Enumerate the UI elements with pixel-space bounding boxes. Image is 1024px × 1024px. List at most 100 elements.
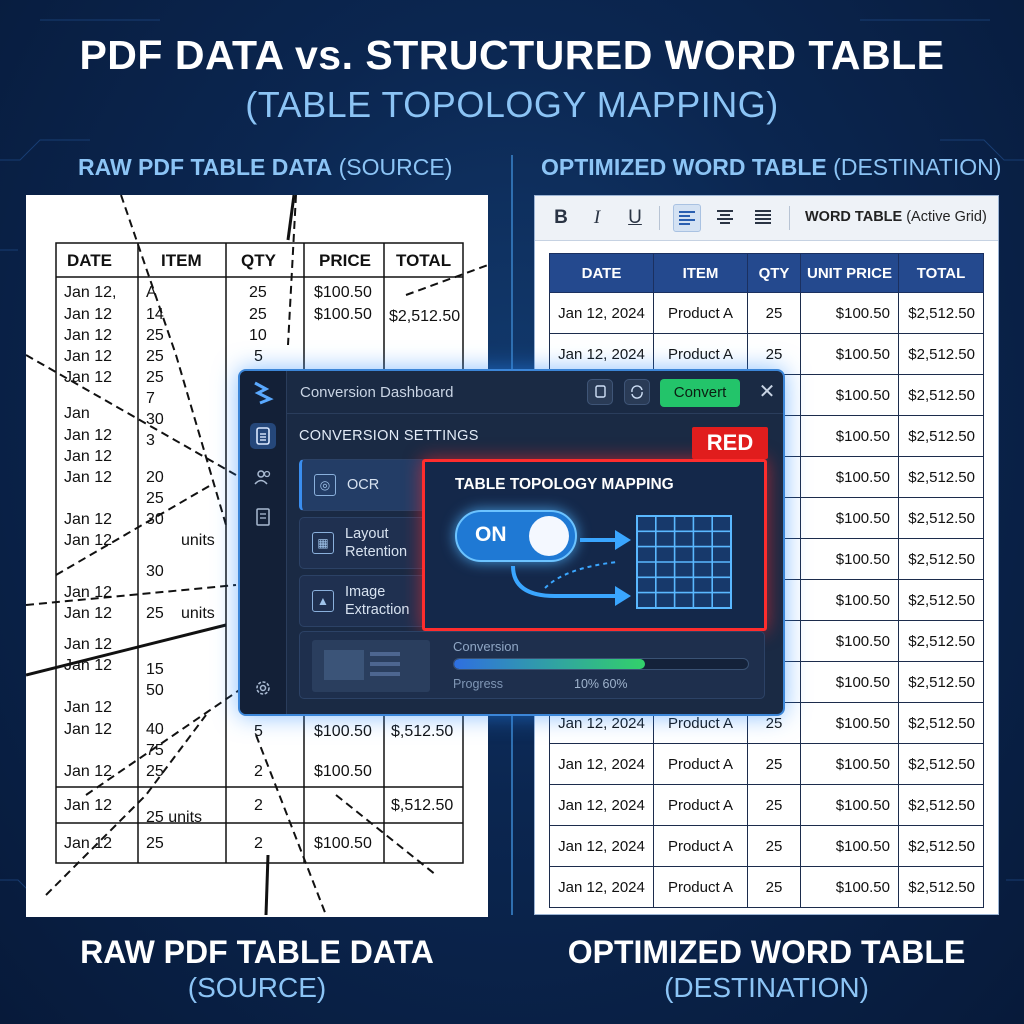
table-cell[interactable]: $2,512.50 [898,784,984,826]
pdf-cell: Jan 12, [64,284,117,301]
table-cell[interactable]: $100.50 [800,415,899,457]
table-cell[interactable]: Jan 12, 2024 [549,784,654,826]
table-cell[interactable]: Jan 12, 2024 [549,333,654,375]
conversion-dashboard-dialog: Conversion Dashboard Convert ✕ CONVERSIO… [238,369,785,716]
pdf-cell: 14 [146,306,164,323]
table-cell[interactable]: $2,512.50 [898,333,984,375]
table-cell[interactable]: $100.50 [800,333,899,375]
table-cell[interactable]: Product A [653,866,748,908]
table-cell[interactable]: $2,512.50 [898,661,984,703]
table-cell[interactable]: $100.50 [800,661,899,703]
table-cell[interactable]: Product A [653,825,748,867]
table-cell[interactable]: 25 [747,784,801,826]
pdf-cell: Jan 12 [64,699,113,716]
pdf-cell: Jan 12 [64,369,113,386]
table-cell[interactable]: $2,512.50 [898,497,984,539]
convert-button[interactable]: Convert [660,379,740,407]
table-cell[interactable]: $100.50 [800,784,899,826]
table-cell[interactable]: Jan 12, 2024 [549,292,654,334]
table-cell[interactable]: $2,512.50 [898,579,984,621]
dialog-titlebar: Conversion Dashboard Convert ✕ [286,371,783,414]
table-cell[interactable]: Jan 12, 2024 [549,866,654,908]
table-cell[interactable]: $100.50 [800,292,899,334]
refresh-icon [631,385,643,399]
table-cell[interactable]: $2,512.50 [898,825,984,867]
conversion-settings-heading: CONVERSION SETTINGS [299,428,479,444]
pdf-header-price: PRICE [319,251,371,270]
table-cell[interactable]: Product A [653,784,748,826]
copy-button[interactable] [587,379,613,405]
pdf-header-date: DATE [67,251,113,270]
pdf-cell: Jan 12 [64,306,113,323]
pdf-cell: 30 [146,511,164,528]
pdf-cell: 3 [146,432,155,449]
table-cell[interactable]: $100.50 [800,702,899,744]
table-cell[interactable]: $2,512.50 [898,620,984,662]
table-cell[interactable]: $2,512.50 [898,415,984,457]
table-cell[interactable]: 25 [747,743,801,785]
table-cell[interactable]: $2,512.50 [898,374,984,416]
table-cell[interactable]: 25 [747,866,801,908]
pdf-cell: Jan 12 [64,636,113,653]
pdf-cell: 15 [146,661,164,678]
pdf-header-qty: QTY [241,251,276,270]
table-cell[interactable]: Product A [653,743,748,785]
settings-gear-icon[interactable] [250,675,276,701]
bold-button[interactable]: B [554,207,568,228]
table-cell[interactable]: $100.50 [800,743,899,785]
option-ocr[interactable]: ◎ OCR [299,459,427,511]
table-cell[interactable]: Jan 12, 2024 [549,825,654,867]
pdf-cell: Jan 12 [64,721,113,738]
table-cell[interactable]: $100.50 [800,579,899,621]
table-cell[interactable]: $100.50 [800,825,899,867]
left-footer-title: RAW PDF TABLE DATA [80,934,434,970]
table-cell[interactable]: Product A [653,333,748,375]
table-cell[interactable]: $2,512.50 [898,292,984,334]
align-left-icon [679,211,695,225]
table-cell[interactable]: $100.50 [800,538,899,580]
table-cell[interactable]: 25 [747,825,801,867]
users-icon[interactable] [250,464,276,490]
table-cell[interactable]: 25 [747,333,801,375]
table-cell[interactable]: $2,512.50 [898,456,984,498]
pdf-cell: A [146,284,157,301]
pdf-cell: Jan 12 [64,797,113,814]
table-cell[interactable]: $2,512.50 [898,538,984,580]
justify-button[interactable] [749,204,777,232]
italic-button[interactable]: I [593,207,601,228]
mapping-toggle[interactable]: ON [455,510,577,562]
align-center-button[interactable] [711,204,739,232]
table-cell[interactable]: Product A [653,292,748,334]
table-cell[interactable]: 25 [747,292,801,334]
table-cell[interactable]: $100.50 [800,497,899,539]
progress-label: Progress [453,677,504,691]
table-cell[interactable]: $2,512.50 [898,866,984,908]
option-layout-retention[interactable]: ▦ Layout Retention [299,517,427,569]
table-cell[interactable]: $100.50 [800,620,899,662]
pdf-cell: Jan 12 [64,763,113,780]
align-left-button[interactable] [673,204,701,232]
table-cell[interactable]: Jan 12, 2024 [549,743,654,785]
word-toolbar: B I U WORD TABLE (Active Grid) [535,196,998,241]
table-cell[interactable]: $2,512.50 [898,702,984,744]
option-image-extraction[interactable]: ▲ Image Extraction [299,575,427,627]
refresh-button[interactable] [624,379,650,405]
table-cell[interactable]: $100.50 [800,456,899,498]
report-icon[interactable] [250,504,276,530]
table-cell[interactable]: $100.50 [800,866,899,908]
underline-button[interactable]: U [628,207,642,228]
table-cell[interactable]: $2,512.50 [898,743,984,785]
option-label: Image Extraction [345,584,410,618]
pdf-cell: $100.50 [314,284,372,301]
table-cell[interactable]: $100.50 [800,374,899,416]
close-icon[interactable]: ✕ [758,381,776,403]
pdf-cell: Jan 12 [64,327,113,344]
document-icon[interactable] [250,423,276,449]
pdf-cell: units [181,532,215,549]
